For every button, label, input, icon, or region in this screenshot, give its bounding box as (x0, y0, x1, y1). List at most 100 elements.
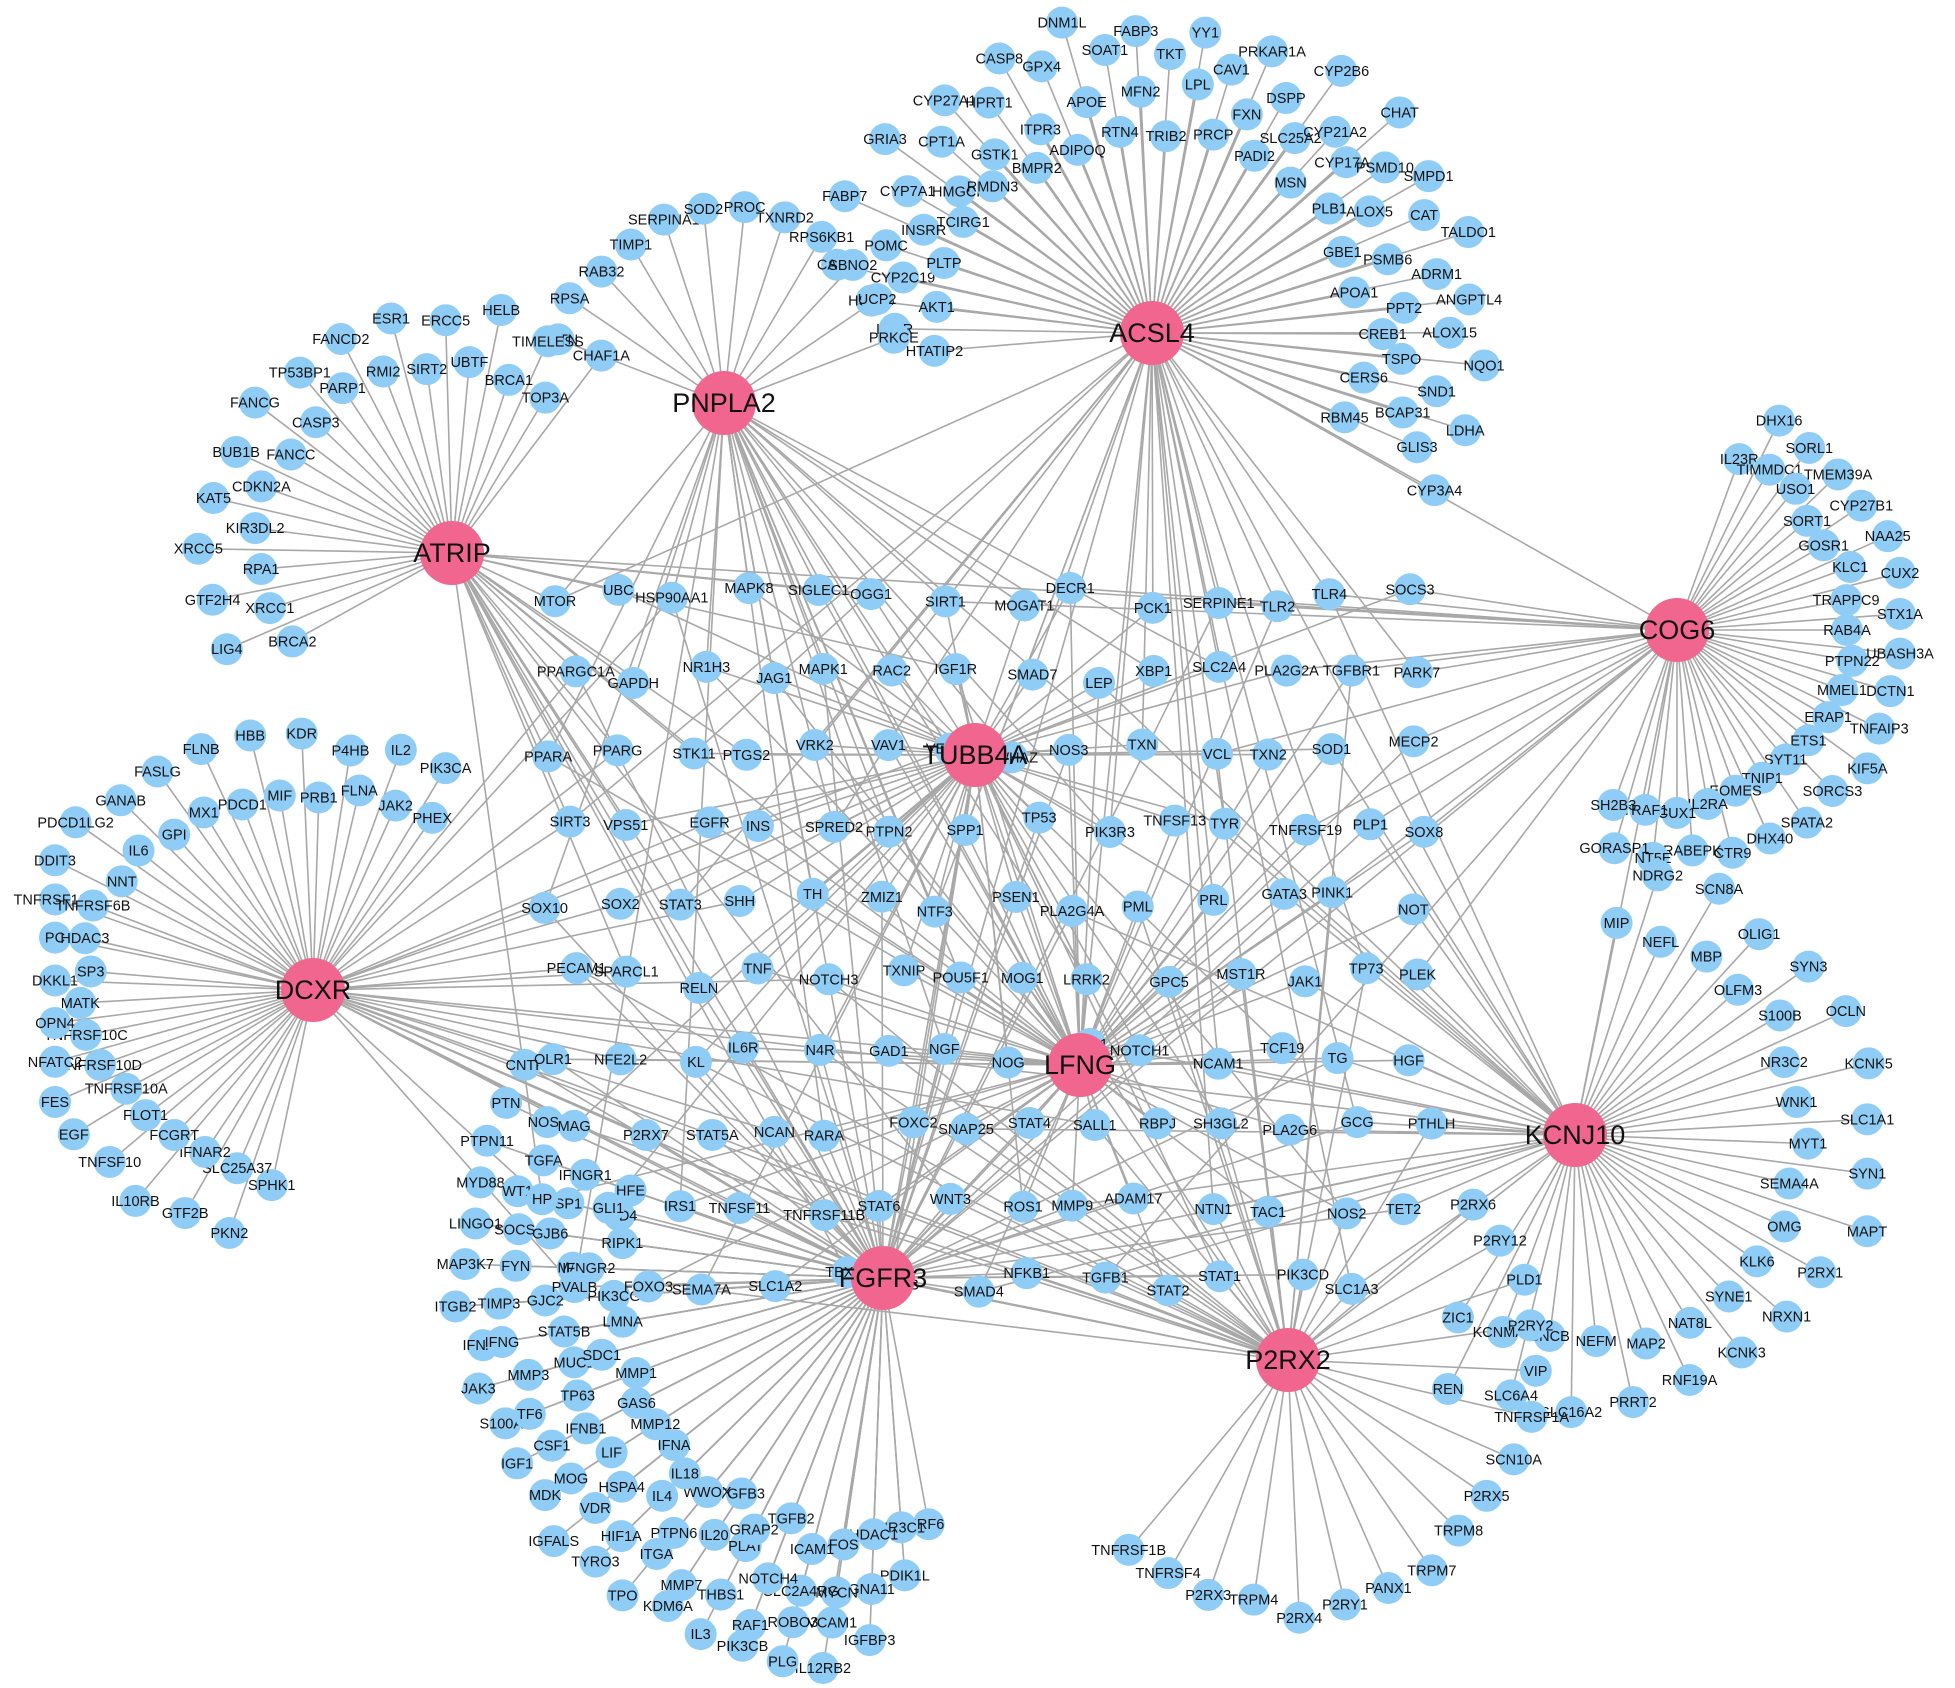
gene-node[interactable]: IGFALS (528, 1525, 579, 1558)
gene-node[interactable]: SOCS3 (1385, 573, 1435, 606)
gene-node[interactable]: NCAN (754, 1115, 795, 1148)
gene-node[interactable]: INS (741, 809, 774, 842)
gene-node[interactable]: WNK1 (1776, 1085, 1818, 1118)
gene-node[interactable]: GAS6 (617, 1386, 656, 1419)
gene-node[interactable]: DCTN1 (1866, 675, 1915, 708)
gene-node[interactable]: PDCD1LG2 (37, 806, 114, 839)
gene-node[interactable]: SERPINA1 (628, 203, 700, 236)
gene-node[interactable]: PLA2G6 (1262, 1113, 1317, 1146)
hub-node[interactable]: P2RX2 (1245, 1328, 1331, 1392)
gene-node[interactable]: TGFB1 (1082, 1261, 1129, 1294)
gene-node[interactable]: SPRED2 (805, 810, 863, 843)
gene-node[interactable]: CREB1 (1358, 318, 1407, 351)
gene-node[interactable]: RMI2 (366, 355, 401, 388)
gene-node[interactable]: LIF (595, 1436, 628, 1469)
gene-node[interactable]: HP (526, 1183, 559, 1216)
gene-node[interactable]: SCN8A (1695, 872, 1744, 905)
gene-node[interactable]: MOG (554, 1462, 589, 1495)
gene-node[interactable]: GANAB (95, 784, 146, 817)
gene-node[interactable]: TP53 (1022, 801, 1057, 834)
gene-node[interactable]: HSP90AA1 (635, 581, 708, 614)
gene-node[interactable]: TMEM39A (1804, 458, 1873, 491)
gene-node[interactable]: MUC1 (554, 1346, 595, 1379)
gene-node[interactable]: CASP8 (976, 42, 1024, 75)
gene-node[interactable]: CTR9 (1714, 836, 1752, 869)
gene-node[interactable]: MMP12 (630, 1408, 680, 1441)
gene-node[interactable]: STAT5B (538, 1315, 591, 1348)
gene-node[interactable]: PKN2 (210, 1216, 248, 1249)
gene-node[interactable]: PDIK1L (880, 1559, 930, 1592)
gene-node[interactable]: SND1 (1417, 375, 1456, 408)
gene-node[interactable]: FLNA (341, 774, 378, 807)
gene-node[interactable]: PLA2G2A (1254, 654, 1319, 687)
hub-node[interactable]: KCNJ10 (1525, 1103, 1626, 1167)
gene-node[interactable]: SBNO2 (828, 248, 877, 281)
gene-node[interactable]: TALDO1 (1441, 216, 1496, 249)
gene-node[interactable]: PTPN11 (460, 1124, 514, 1157)
gene-node[interactable]: FYN (499, 1249, 532, 1282)
gene-node[interactable]: TGFBR1 (1323, 654, 1380, 687)
gene-node[interactable]: STAT5A (686, 1118, 739, 1151)
gene-node[interactable]: HPRT1 (965, 86, 1013, 119)
gene-node[interactable]: PTHLH (1408, 1107, 1456, 1140)
gene-node[interactable]: STAT3 (659, 888, 702, 921)
gene-node[interactable]: IL2 (384, 733, 417, 766)
gene-node[interactable]: ERCC5 (421, 304, 470, 337)
gene-node[interactable]: CAT (1408, 199, 1441, 232)
gene-node[interactable]: PRB1 (300, 781, 338, 814)
gene-node[interactable]: OGG1 (850, 578, 892, 611)
gene-node[interactable]: TNF (741, 952, 774, 985)
gene-node[interactable]: CYP2C19 (871, 261, 935, 294)
gene-node[interactable]: IL12RB2 (795, 1652, 851, 1684)
gene-node[interactable]: RNF19A (1662, 1363, 1718, 1396)
gene-node[interactable]: CPT1A (918, 125, 965, 158)
gene-node[interactable]: SEMA7A (672, 1273, 731, 1306)
gene-node[interactable]: MAP3K7 (437, 1248, 494, 1281)
gene-node[interactable]: SOCS1 (494, 1213, 543, 1246)
gene-node[interactable]: HBB (234, 719, 267, 752)
gene-node[interactable]: KIR3DL2 (226, 512, 285, 545)
gene-node[interactable]: MSN (1274, 166, 1307, 199)
hub-node[interactable]: ACSL4 (1109, 301, 1195, 365)
gene-node[interactable]: SLC25A20 (1260, 122, 1330, 155)
gene-node[interactable]: ITPR3 (1020, 113, 1061, 146)
gene-node[interactable]: XBP1 (1135, 655, 1172, 688)
gene-node[interactable]: CDKN2A (232, 470, 291, 503)
gene-node[interactable]: PRCP (1193, 118, 1233, 151)
gene-node[interactable]: HDAC3 (60, 922, 110, 955)
gene-node[interactable]: GPC5 (1149, 965, 1189, 998)
gene-node[interactable]: CAV1 (1213, 53, 1250, 86)
gene-node[interactable]: SORCS3 (1803, 775, 1863, 808)
gene-node[interactable]: SOAT1 (1082, 34, 1128, 67)
gene-node[interactable]: SORL1 (1785, 431, 1833, 464)
gene-node[interactable]: RTN4 (1101, 115, 1139, 148)
gene-node[interactable]: SLC1A1 (1840, 1103, 1894, 1136)
gene-node[interactable]: FXN (1230, 98, 1263, 131)
gene-node[interactable]: WWOX (683, 1476, 732, 1509)
gene-node[interactable]: IFNGR1 (559, 1158, 612, 1191)
gene-node[interactable]: UCP2 (858, 283, 897, 316)
gene-node[interactable]: TXNIP (883, 954, 926, 987)
gene-node[interactable]: RAC2 (872, 654, 911, 687)
gene-node[interactable]: GCG (1341, 1106, 1374, 1139)
gene-node[interactable]: TNFRSF10D (58, 1048, 142, 1081)
gene-node[interactable]: FABP3 (1113, 15, 1158, 48)
gene-node[interactable]: VAV1 (871, 729, 906, 762)
gene-node[interactable]: MOGAT1 (994, 589, 1054, 622)
gene-node[interactable]: CUX2 (1881, 556, 1920, 589)
gene-node[interactable]: SYN1 (1848, 1157, 1886, 1190)
gene-node[interactable]: P2RY12 (1473, 1224, 1527, 1257)
gene-node[interactable]: GPI (158, 818, 191, 851)
gene-node[interactable]: PLB1 (1312, 192, 1347, 225)
gene-node[interactable]: VCAM1 (807, 1606, 857, 1639)
gene-node[interactable]: RBPJ (1139, 1107, 1176, 1140)
gene-node[interactable]: NEFL (1642, 925, 1679, 958)
gene-node[interactable]: GRAP2 (730, 1513, 779, 1546)
gene-node[interactable]: POMC (864, 229, 908, 262)
gene-node[interactable]: BUB1B (212, 435, 260, 468)
gene-node[interactable]: TNFRSF10A (85, 1072, 168, 1105)
gene-node[interactable]: LRRK2 (1063, 963, 1110, 996)
gene-node[interactable]: HTATIP2 (906, 334, 963, 367)
gene-node[interactable]: LIG4 (210, 633, 243, 666)
gene-node[interactable]: TIMP3 (478, 1287, 521, 1320)
